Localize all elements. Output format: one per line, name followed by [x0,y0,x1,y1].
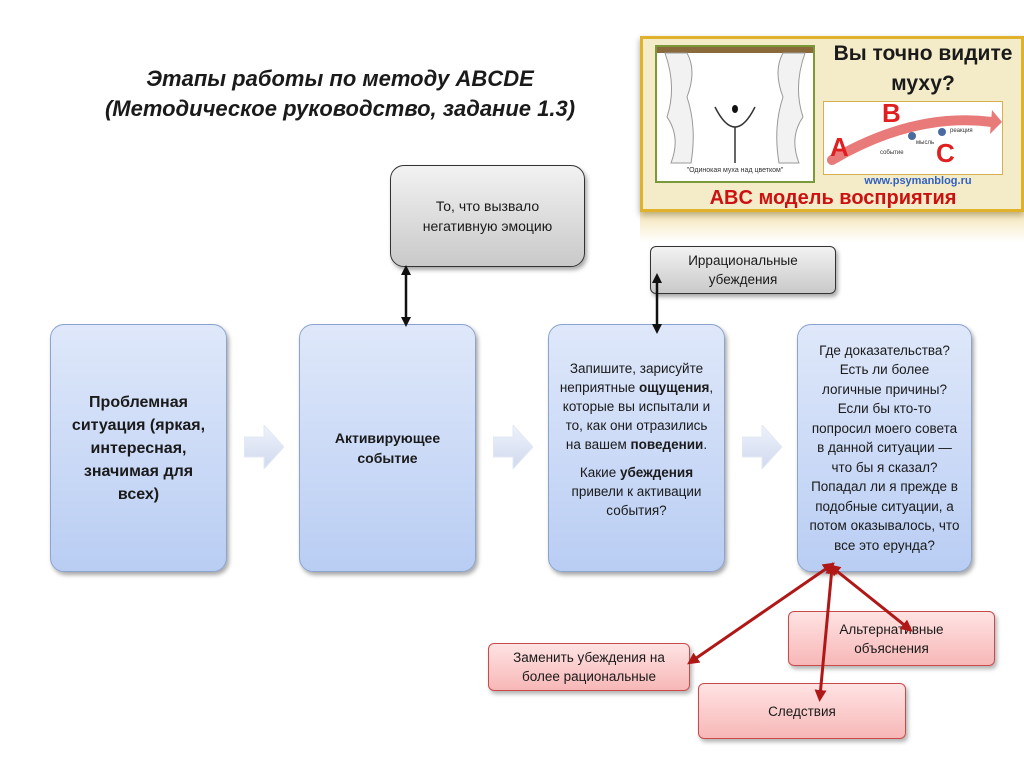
record-paragraph-1: Запишите, зарисуйте неприятные ощущения,… [559,359,714,454]
abc-arrow-icon [827,110,1002,165]
record-text-2: , которые вы испытали и то, как они отра… [562,380,714,452]
activating-event-text: Активирующее событие [334,430,441,466]
image-caption: "Одинокая муха над цветком" [686,167,784,174]
curtains-icon [657,47,813,164]
trigger-box: То, что вызвало негативную эмоцию [390,165,585,267]
label-event: событие [880,150,904,156]
picture-question: Вы точно видите муху? [833,42,1013,95]
consequences-box: Следствия [698,683,906,739]
chevron-right-icon [742,425,782,469]
label-thought: мысль [916,140,935,146]
label-reaction: реакция [950,128,973,134]
alternative-explanations-text: Альтернативные объяснения [839,621,944,656]
slide-title: Этапы работы по методу ABCDE (Методическ… [60,64,620,124]
window-with-fly-image [655,45,815,183]
chevron-right-icon [493,425,533,469]
letter-b: B [882,98,901,128]
situation-box: Проблемная ситуация (яркая, интересная, … [50,324,227,572]
record-text-3: . [703,437,708,452]
site-url: www.psymanblog.ru [864,175,972,187]
picture-reflection [640,212,1024,242]
evidence-text: Где доказательства? Есть ли более логичн… [809,342,960,553]
title-line-2: (Методическое руководство, задание 1.3) [104,96,576,121]
irrational-beliefs-box: Иррациональные убеждения [650,246,836,294]
model-caption: ABC модель восприятия [709,187,957,209]
record-bold-behavior: поведении [630,437,704,452]
irrational-beliefs-text: Иррациональные убеждения [688,253,798,287]
alternative-explanations-box: Альтернативные объяснения [788,611,995,666]
consequences-text: Следствия [768,703,836,719]
record-bold-beliefs: убеждения [619,465,694,480]
record-text-1: Запишите, зарисуйте неприятные [559,361,704,395]
record-paragraph-2: Какие убеждения привели к активации собы… [559,463,714,520]
situation-text: Проблемная ситуация (яркая, интересная, … [71,393,206,503]
replace-beliefs-box: Заменить убеждения на более рациональные [488,643,690,691]
title-line-1: Этапы работы по методу ABCDE [146,66,534,91]
chevron-right-icon [244,425,284,469]
record-bold-sensations: ощущения [639,380,710,395]
letter-a: A [830,132,849,162]
record-box: Запишите, зарисуйте неприятные ощущения,… [548,324,725,572]
activating-event-box: Активирующее событие [299,324,476,572]
record-text-4: Какие [579,465,620,480]
abc-model-illustration: "Одинокая муха над цветком" Вы точно вид… [640,36,1024,212]
replace-beliefs-text: Заменить убеждения на более рациональные [513,650,665,684]
evidence-box: Где доказательства? Есть ли более логичн… [797,324,972,572]
abc-panel: A B C событие мысль реакция [823,98,1003,175]
trigger-text: То, что вызвало негативную эмоцию [422,198,553,234]
record-text-5: привели к активации события? [571,484,702,518]
letter-c: C [936,138,955,168]
